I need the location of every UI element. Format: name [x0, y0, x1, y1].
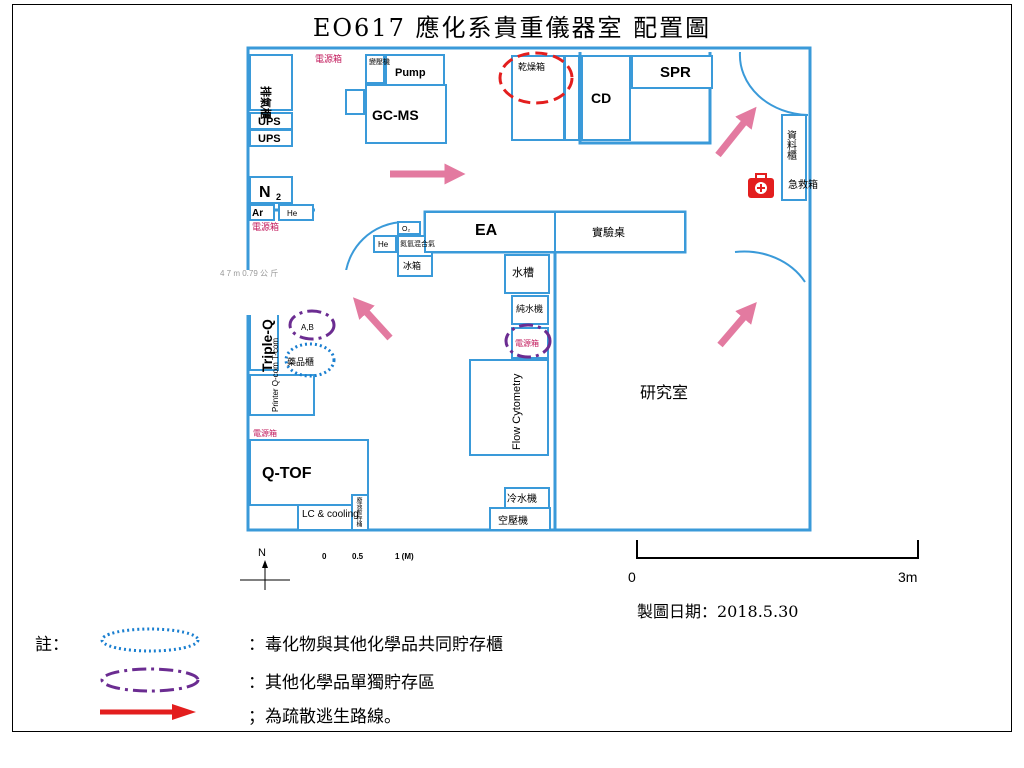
printer-label: Printer Q-com T-com: [271, 338, 280, 412]
ar-box: [249, 204, 275, 221]
cabinet-label: 資料櫃: [785, 130, 797, 161]
ea-box: [424, 211, 556, 253]
water-storage-marker: [504, 323, 552, 359]
gcms-box: [365, 84, 447, 144]
printer-box: [249, 374, 315, 416]
spr-box: [631, 55, 713, 89]
compass-scale-0: 0: [322, 552, 327, 561]
transformer: [365, 54, 385, 84]
compressor-box: [489, 507, 551, 531]
he1-label: He: [287, 209, 298, 218]
fridge-box: [397, 255, 433, 277]
he2-box: [373, 235, 397, 253]
pump-box: [385, 54, 445, 86]
date-label: 製圖日期：2018.5.30: [637, 602, 798, 621]
waste-label: 廢液暫存桶: [355, 496, 362, 528]
scale-bar: 0 3m: [628, 540, 919, 585]
qtof-label: Q-TOF: [262, 465, 312, 482]
sink-box: [504, 254, 550, 294]
page-title: EO617 應化系貴重儀器室 配置圖: [312, 14, 712, 42]
gcms-label: GC-MS: [372, 107, 419, 123]
chem-storage-marker: [284, 342, 336, 378]
compass: N 0 0.5 1 (M): [240, 547, 414, 590]
o2-box: [397, 221, 421, 235]
spr-label: SPR: [660, 64, 691, 81]
ups2-label: UPS: [258, 133, 281, 145]
ups2-box: [249, 129, 293, 147]
qtof-box: [249, 439, 369, 506]
scale-start-label: 0: [628, 569, 636, 585]
compressor-label: 空壓機: [498, 514, 528, 527]
cd-label: CD: [591, 90, 611, 106]
gas-mix-label: 氮氫混合氣: [400, 239, 435, 248]
map-frame: [12, 4, 1012, 732]
first-aid-icon: [748, 173, 774, 198]
legend-item-1: ：其他化學品單獨貯存區: [248, 673, 435, 693]
ups-small-box: [345, 89, 365, 115]
dry-box-marker: [498, 51, 574, 105]
legend-item-2: ；為疏散逃生路線。: [248, 707, 401, 727]
lc-label: LC & cooling: [302, 509, 359, 520]
cut-label: 4 7 m 0.79 公 斤: [220, 268, 278, 278]
legend-item-0: ：毒化物與其他化學品共同貯存櫃: [248, 635, 503, 655]
legend-toxic-shape: [100, 627, 200, 653]
power-box4-label: 電源箱: [253, 428, 277, 438]
dry-box-label: 乾燥箱: [518, 61, 545, 72]
flow-label: Flow Cytometry: [511, 373, 523, 450]
exhaust-cabinet: [249, 54, 293, 111]
ab-label: A,B: [301, 323, 314, 332]
n2-label: N: [259, 184, 271, 201]
ar-label: Ar: [252, 208, 263, 219]
first-aid-label: 急救箱: [788, 178, 818, 191]
triple-q-label: Triple-Q: [259, 319, 275, 372]
legend-other-shape: [100, 667, 200, 693]
compass-scale-2: 1 (M): [395, 552, 414, 561]
n2-sub-label: 2: [276, 192, 281, 202]
ea-label: EA: [475, 222, 498, 239]
cd-box: [581, 55, 631, 141]
cabinet-box: [781, 114, 807, 201]
fridge-label: 冰箱: [403, 260, 421, 271]
pure-water-label: 純水機: [516, 303, 543, 314]
chem-cabinet-label: 藥品櫃: [287, 356, 314, 367]
he1-box: [278, 204, 314, 221]
pump-label: Pump: [395, 67, 426, 79]
lab-bench-label: 實驗桌: [592, 225, 625, 239]
ups1-label: UPS: [258, 116, 281, 128]
legend-shapes: [100, 627, 200, 720]
small-unit: [564, 55, 580, 141]
lc-box: [297, 504, 353, 531]
chiller-label: 冷水機: [507, 492, 537, 505]
power-box2-label: 電源箱: [252, 221, 279, 232]
compass-n-label: N: [258, 547, 266, 559]
ab-storage-marker: [288, 309, 336, 341]
scale-end-label: 3m: [898, 569, 917, 585]
n2-box: [249, 176, 293, 204]
waste-box: [351, 494, 369, 531]
sink-label: 水槽: [512, 266, 534, 279]
compass-scale-1: 0.5: [352, 552, 364, 561]
evacuation-arrows: [352, 106, 757, 348]
legend-note-label: 註：: [35, 635, 69, 655]
research-room-label: 研究室: [640, 384, 688, 402]
he2-label: He: [378, 240, 389, 249]
transformer-label: 變壓機: [369, 57, 390, 66]
power-box3-label: 電源箱: [515, 338, 539, 348]
flow-box: [469, 359, 549, 456]
o2-label: O₂: [402, 226, 410, 233]
exhaust-label: 排氣櫃: [259, 86, 273, 119]
power-box-label: 電源箱: [315, 53, 342, 64]
bench-box: [554, 211, 686, 253]
